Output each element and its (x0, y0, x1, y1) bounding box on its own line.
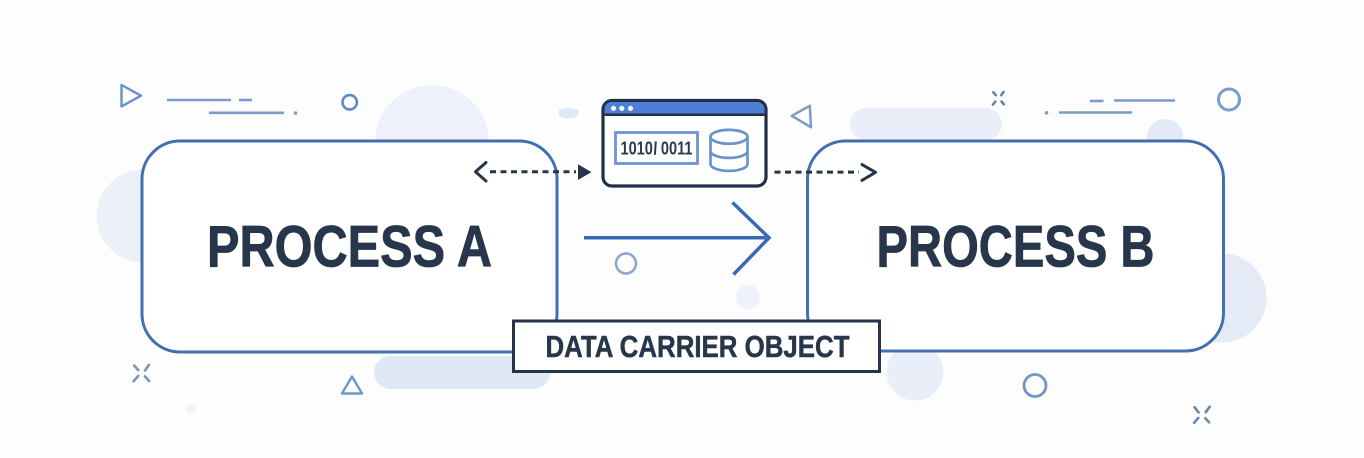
svg-text:PROCESS A: PROCESS A (207, 215, 492, 280)
svg-text:1010l 0011: 1010l 0011 (621, 138, 693, 159)
svg-text:DATA CARRIER OBJECT: DATA CARRIER OBJECT (546, 330, 850, 364)
svg-text:PROCESS B: PROCESS B (877, 215, 1155, 280)
